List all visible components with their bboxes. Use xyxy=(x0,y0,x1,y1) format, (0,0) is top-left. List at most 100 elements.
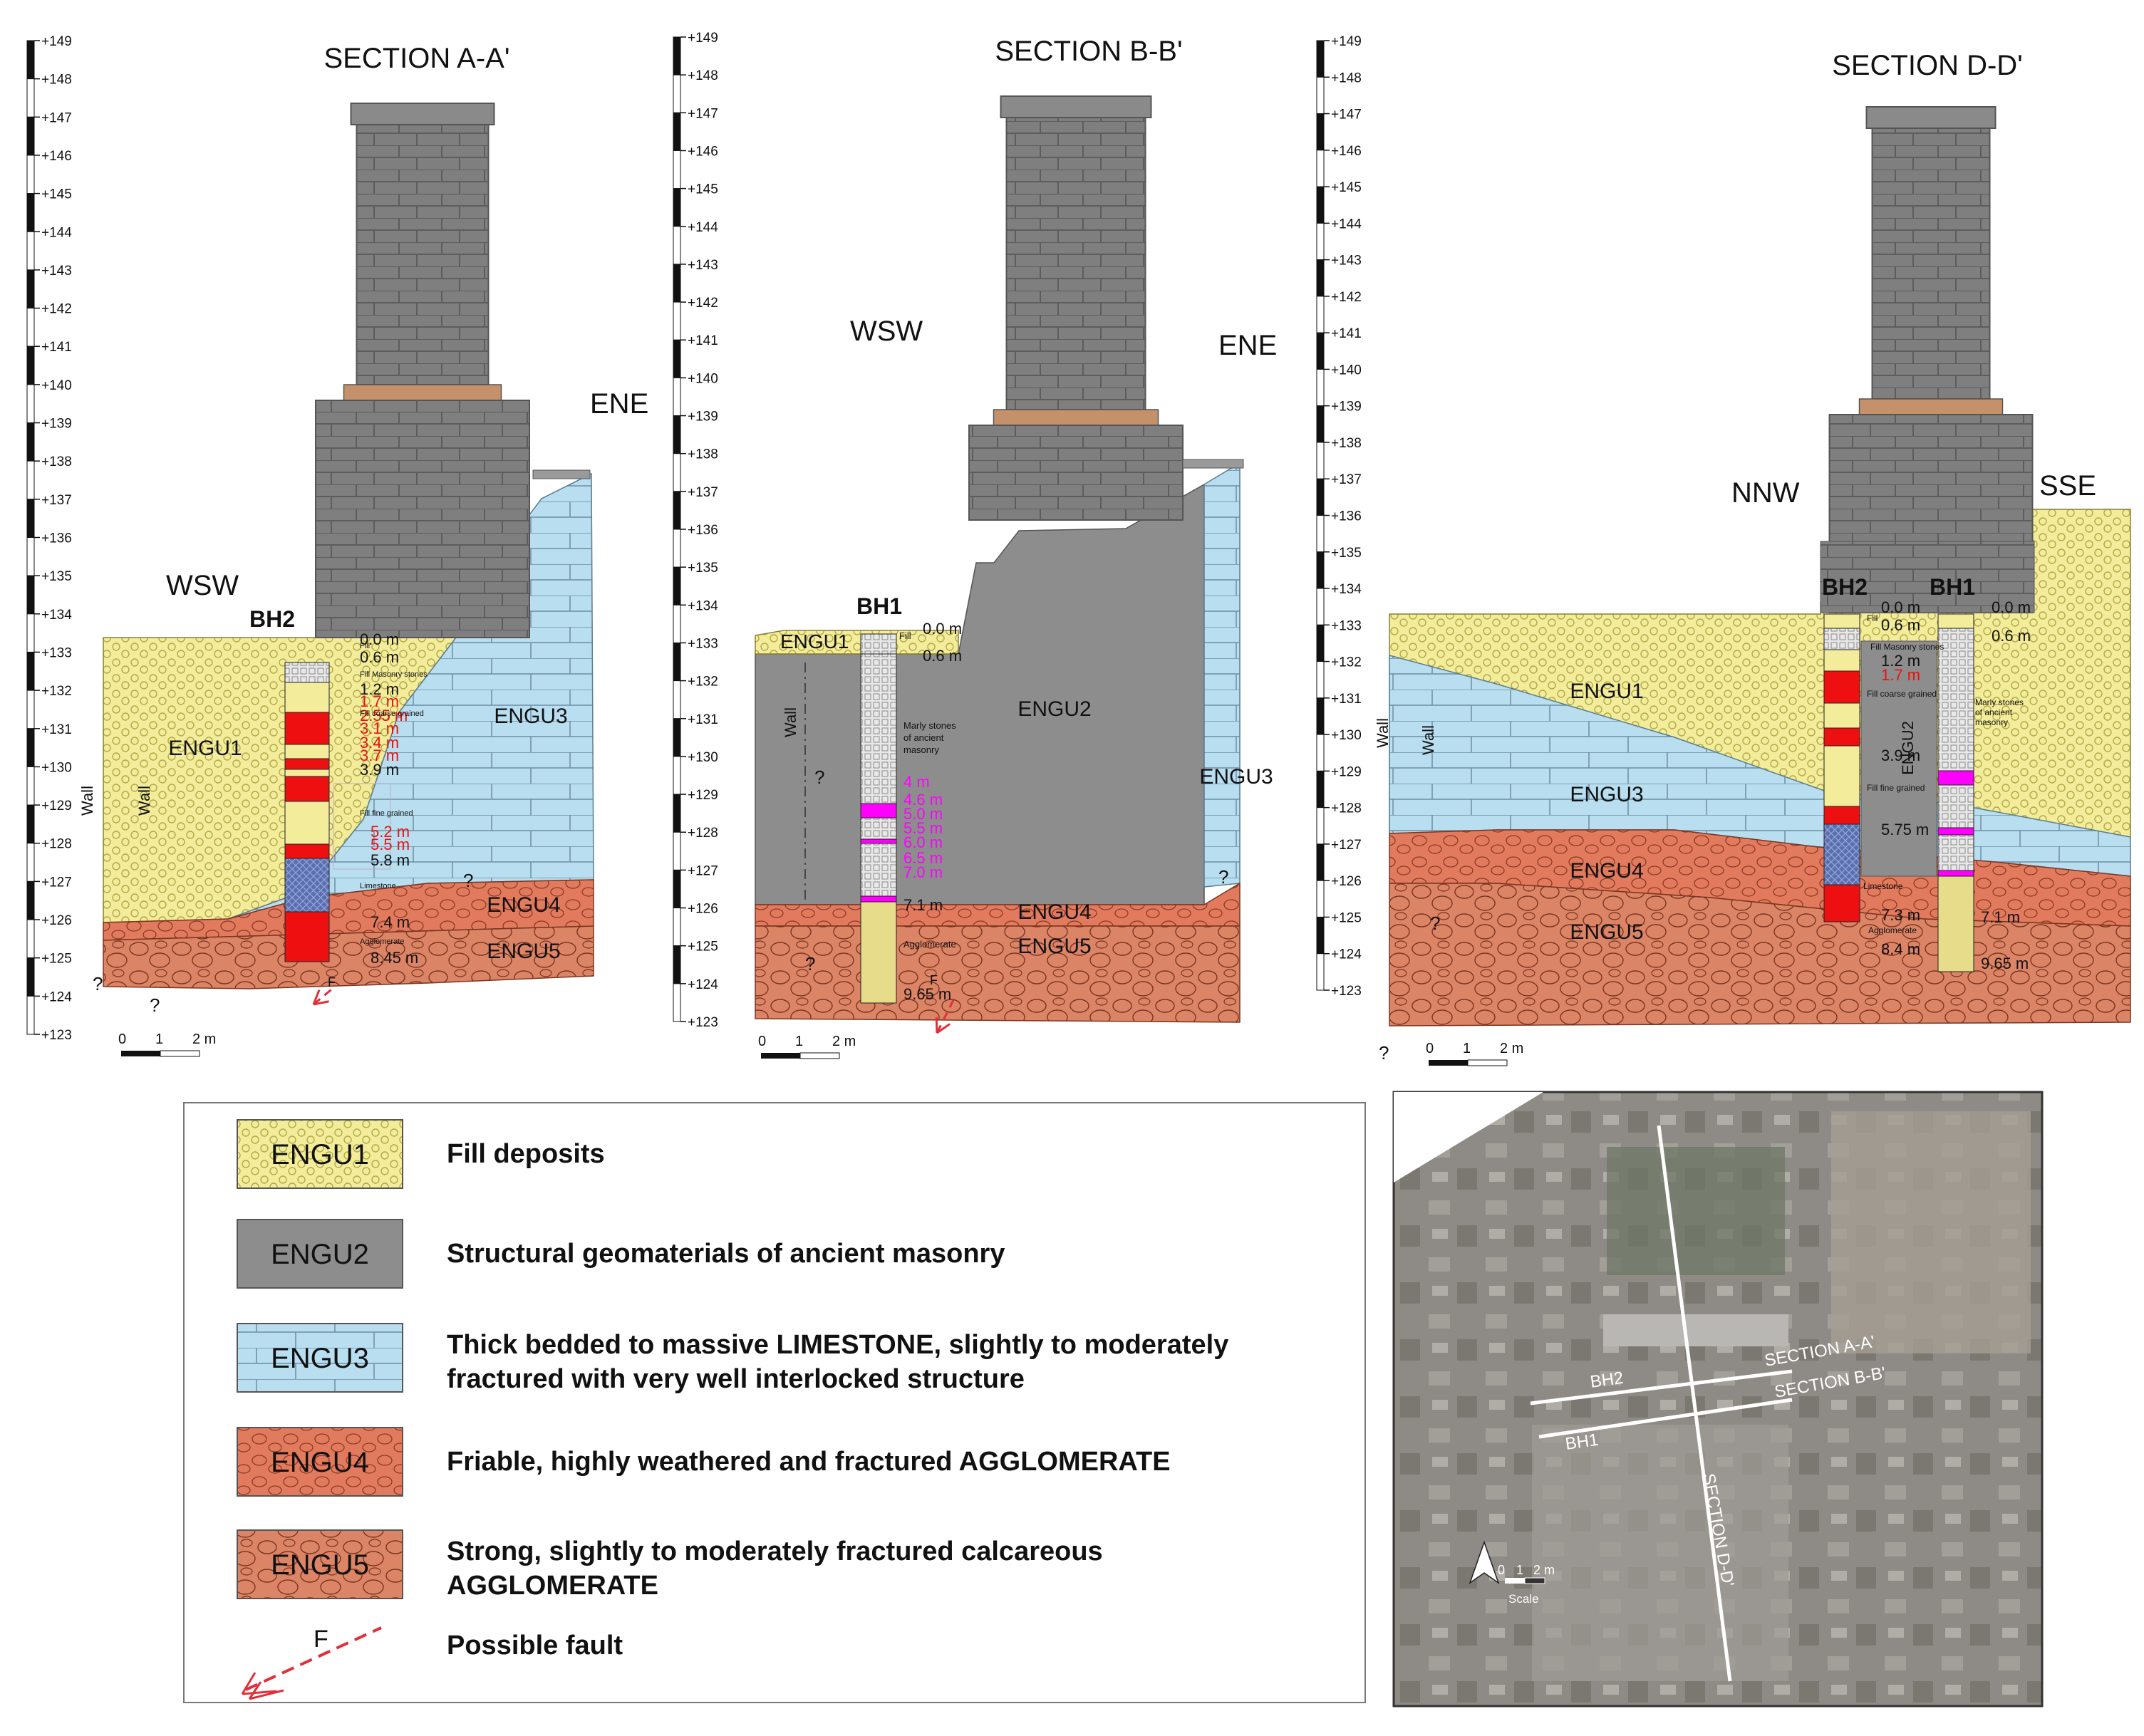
elevation-scale-segment xyxy=(1316,551,1325,589)
section-a-depth-label: 0.6 m xyxy=(360,648,399,666)
elevation-scale-segment xyxy=(673,756,681,795)
section-a-note: Agglomerate xyxy=(360,937,404,946)
legend-description: Structural geomaterials of ancient mason… xyxy=(447,1239,1005,1269)
borehole-layer xyxy=(860,633,897,655)
elevation-tick-label-b: +144 xyxy=(688,220,718,235)
elevation-tick-label-a: +124 xyxy=(41,989,72,1004)
section-a-note: Limestone xyxy=(360,882,396,890)
elevation-scale-segment xyxy=(1316,734,1325,771)
section-a-engu5 xyxy=(103,925,594,989)
section-b-note: Fill xyxy=(899,630,911,641)
borehole-layer xyxy=(1823,806,1860,825)
elevation-scale-segment xyxy=(26,155,35,194)
elevation-tick-label-a: +149 xyxy=(41,34,72,49)
elevation-tick-label-b: +123 xyxy=(688,1015,718,1030)
elevation-tick-label-a: +133 xyxy=(41,645,72,660)
elevation-tick-label-a: +140 xyxy=(41,378,72,393)
elevation-scale-segment xyxy=(673,718,681,757)
section-a-unit-label: ENGU1 xyxy=(168,737,242,760)
borehole-layer xyxy=(284,712,330,745)
elevation-tick-label-d: +149 xyxy=(1331,34,1362,49)
elevation-tick-label-a: +144 xyxy=(41,225,72,240)
section-b-note: of ancient xyxy=(903,732,944,743)
section-d-line xyxy=(1657,1125,1732,1682)
legend-swatch-engu1 xyxy=(237,1119,403,1189)
section-d-note: Limestone xyxy=(1863,881,1903,891)
section-a-wall-label: Wall xyxy=(78,786,96,816)
section-b-unknown-mark: ? xyxy=(1218,866,1228,888)
section-d-left-direction: NNW xyxy=(1731,477,1800,509)
scale-label: 0 xyxy=(758,1034,766,1049)
section-d-bh2-depth-label: 8.4 m xyxy=(1881,940,1920,958)
borehole-layer xyxy=(284,858,330,913)
elevation-tick-label-b: +132 xyxy=(688,675,718,690)
elevation-scale-segment xyxy=(673,604,681,643)
section-d-engu2-block xyxy=(1860,640,1937,877)
monument-shaft xyxy=(356,124,490,385)
section-a-depth-label: 7.4 m xyxy=(371,913,410,931)
elevation-scale-segment xyxy=(673,831,681,870)
elevation-scale-segment xyxy=(26,804,35,844)
borehole-layer xyxy=(1937,613,1974,629)
section-d-note: Agglomerate xyxy=(1868,925,1917,935)
monument-moulding xyxy=(1858,398,2004,415)
borehole-layer xyxy=(1937,875,1974,972)
borehole-layer xyxy=(1937,784,1974,828)
section-a-borehole-label: BH2 xyxy=(249,606,295,632)
legend-swatch-label: ENGU4 xyxy=(271,1447,369,1478)
scale-bar-white xyxy=(799,1052,840,1059)
section-d-bh1-depth-label: 0.6 m xyxy=(1992,627,2031,645)
elevation-scale-segment xyxy=(26,422,35,462)
section-d-note: Fill xyxy=(1867,613,1878,623)
elevation-scale-segment xyxy=(673,491,681,530)
elevation-scale-segment xyxy=(26,613,35,653)
section-b-engu1 xyxy=(755,630,959,655)
section-d-bh2-depth-label: 3.9 m xyxy=(1881,747,1920,764)
map-scale-label: 0 xyxy=(1498,1563,1505,1577)
section-b-line xyxy=(1538,1398,1793,1439)
elevation-tick-label-d: +127 xyxy=(1331,838,1362,853)
aerial-paved-area xyxy=(1532,1425,1788,1681)
elevation-tick-label-a: +139 xyxy=(41,417,72,432)
elevation-tick-label-d: +135 xyxy=(1331,546,1362,561)
borehole-layer xyxy=(1823,745,1860,807)
elevation-scale-segment xyxy=(673,36,681,76)
elevation-scale-segment xyxy=(26,957,35,997)
elevation-tick-label-a: +125 xyxy=(41,952,72,967)
section-d-bh1-depth-label: 9.65 m xyxy=(1981,955,2029,972)
elevation-scale-segment xyxy=(26,766,35,806)
elevation-tick-label-d: +134 xyxy=(1331,582,1362,597)
elevation-scale-segment xyxy=(1316,368,1325,407)
section-a-title: SECTION A-A' xyxy=(323,43,509,74)
legend-description: Fill deposits xyxy=(447,1139,605,1169)
section-d-unit-label: ENGU2 xyxy=(1899,721,1917,775)
section-b-depth-label: 7.0 m xyxy=(903,863,943,881)
section-a-depth-label: 8.45 m xyxy=(371,949,418,967)
section-a-note: Fill fine grained xyxy=(360,809,413,818)
elevation-tick-label-a: +146 xyxy=(41,149,72,164)
section-d-unit-label: ENGU5 xyxy=(1570,920,1643,944)
section-d-note: Fill fine grained xyxy=(1867,783,1925,793)
section-b-left-direction: WSW xyxy=(850,316,923,347)
section-b-depth-label: 6.5 m xyxy=(903,849,943,867)
elevation-tick-label-b: +136 xyxy=(688,523,718,538)
legend-description: AGGLOMERATE xyxy=(447,1571,658,1601)
monument-moulding xyxy=(993,409,1159,426)
elevation-tick-label-a: +128 xyxy=(41,837,72,852)
elevation-tick-label-b: +145 xyxy=(688,182,718,197)
section-d-unit-label: ENGU3 xyxy=(1570,783,1643,806)
scale-bar-white xyxy=(1467,1059,1508,1066)
elevation-scale-segment xyxy=(673,794,681,833)
section-d-borehole-label: BH1 xyxy=(1930,574,1975,600)
section-b-note: masonry xyxy=(903,744,939,755)
elevation-tick-label-b: +130 xyxy=(688,750,718,765)
borehole-layer xyxy=(860,901,897,1004)
elevation-scale-segment xyxy=(673,74,681,113)
legend-description: Strong, slightly to moderately fractured… xyxy=(447,1537,1103,1566)
section-d-unknown-mark: ? xyxy=(1430,913,1440,934)
section-d-wall-label: Wall xyxy=(1419,725,1437,755)
borehole-layer xyxy=(1937,834,1974,871)
aerial-building xyxy=(1831,1111,2031,1353)
elevation-scale-segment xyxy=(673,945,681,984)
borehole-layer xyxy=(860,803,897,818)
